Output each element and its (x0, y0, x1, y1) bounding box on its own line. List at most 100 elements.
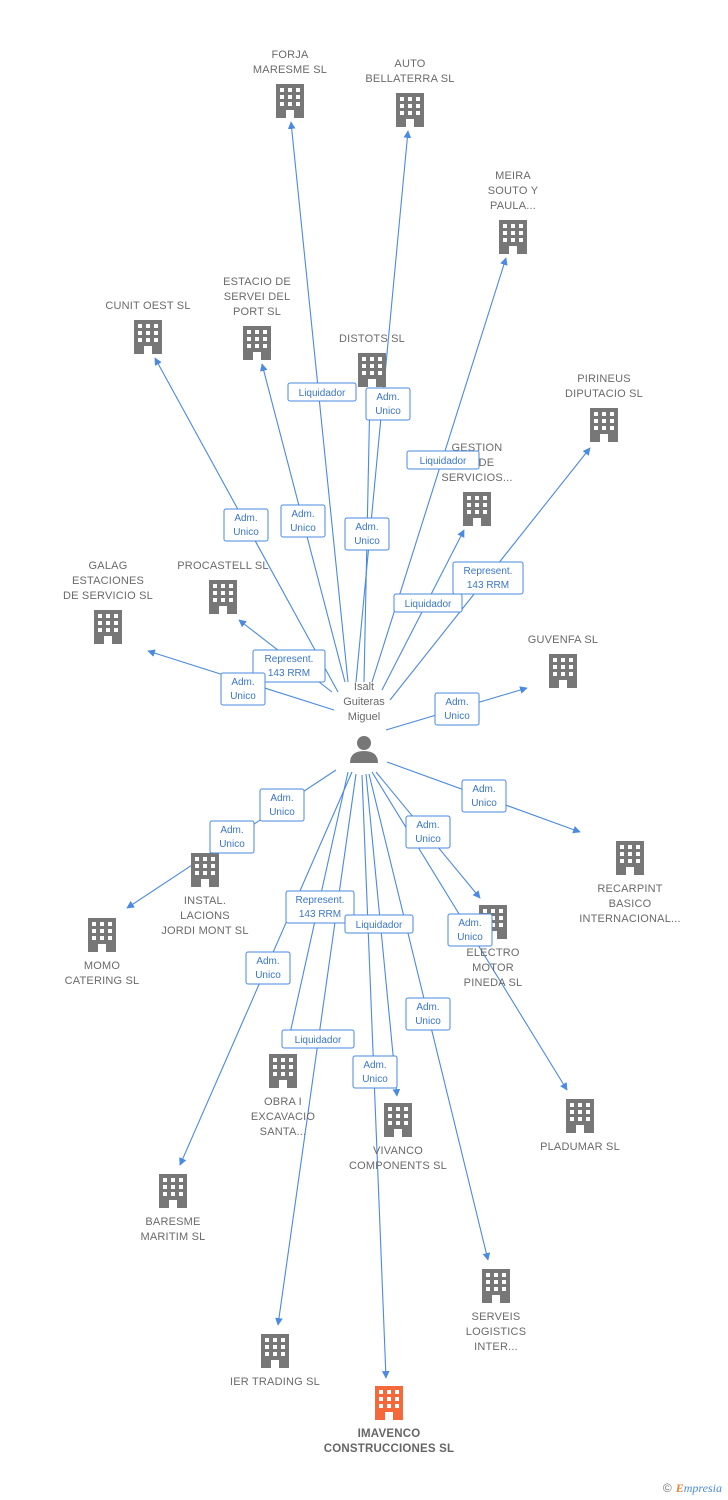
person-icon[interactable] (350, 736, 378, 763)
company-name-line[interactable]: COMPONENTS SL (349, 1160, 447, 1172)
building-icon[interactable] (134, 320, 162, 354)
building-icon[interactable] (549, 654, 577, 688)
company-node-cunit[interactable]: CUNIT OEST SL (105, 300, 190, 354)
company-node-guvenfa[interactable]: GUVENFA SL (528, 634, 598, 688)
company-node-forja[interactable]: FORJA MARESME SL (253, 49, 327, 118)
company-node-meira[interactable]: MEIRA SOUTO Y PAULA... (488, 170, 539, 254)
company-name-line[interactable]: BARESME (145, 1216, 200, 1228)
building-icon[interactable] (88, 918, 116, 952)
company-name-line[interactable]: BASICO (609, 898, 652, 910)
company-node-momo[interactable]: MOMO CATERING SL (65, 918, 140, 987)
company-name-line[interactable]: PINEDA SL (464, 977, 523, 989)
company-name-line[interactable]: DIPUTACIO SL (565, 388, 643, 400)
company-name-line[interactable]: LACIONS (180, 910, 230, 922)
building-icon[interactable] (191, 853, 219, 887)
company-name-line[interactable]: INTERNACIONAL... (579, 913, 681, 925)
company-node-imavenco[interactable]: IMAVENCO CONSTRUCCIONES SL (324, 1386, 455, 1455)
building-icon[interactable] (94, 610, 122, 644)
person-name-line[interactable]: Miguel (348, 711, 380, 723)
relation-text: Adm. (234, 513, 257, 524)
company-name-line[interactable]: SANTA... (260, 1126, 307, 1138)
building-icon[interactable] (396, 93, 424, 127)
company-name-line[interactable]: CATERING SL (65, 975, 140, 987)
company-name-line[interactable]: MOMO (84, 960, 120, 972)
company-name-line[interactable]: PORT SL (233, 306, 281, 318)
relation-text: Unico (269, 807, 295, 818)
building-icon[interactable] (159, 1174, 187, 1208)
company-name-line[interactable]: AUTO (394, 58, 425, 70)
company-node-pladumar[interactable]: PLADUMAR SL (540, 1099, 620, 1153)
company-node-auto[interactable]: AUTO BELLATERRA SL (365, 58, 454, 127)
company-name-line[interactable]: ESTACIONES (72, 575, 144, 587)
company-name-line[interactable]: CONSTRUCCIONES SL (324, 1443, 455, 1455)
company-name-line[interactable]: MARESME SL (253, 64, 327, 76)
company-node-obra[interactable]: OBRA I EXCAVACIO SANTA... (251, 1054, 316, 1138)
building-icon[interactable] (209, 580, 237, 614)
company-name-line[interactable]: PAULA... (490, 200, 536, 212)
building-icon[interactable] (463, 492, 491, 526)
company-node-galag[interactable]: GALAG ESTACIONES DE SERVICIO SL (63, 560, 153, 644)
company-name-line[interactable]: EXCAVACIO (251, 1111, 316, 1123)
company-name-line[interactable]: GALAG (89, 560, 128, 572)
building-icon[interactable] (616, 841, 644, 875)
company-name-line[interactable]: VIVANCO (373, 1145, 423, 1157)
company-name-line[interactable]: INSTAL. (184, 895, 226, 907)
company-name-line[interactable]: DE SERVICIO SL (63, 590, 153, 602)
person-name-line[interactable]: Isalt (354, 681, 374, 693)
building-icon[interactable] (566, 1099, 594, 1133)
company-name-line[interactable]: CUNIT OEST SL (105, 300, 190, 312)
building-icon[interactable] (261, 1334, 289, 1368)
building-icon[interactable] (358, 353, 386, 387)
company-name-line[interactable]: ELECTRO (466, 947, 520, 959)
company-name-line[interactable]: GUVENFA SL (528, 634, 598, 646)
company-node-instal[interactable]: INSTAL. LACIONS JORDI MONT SL (161, 853, 248, 937)
company-node-procastell[interactable]: PROCASTELL SL (177, 560, 269, 614)
company-name-line[interactable]: BELLATERRA SL (365, 73, 454, 85)
relation-label: Adm.Unico (461, 779, 507, 813)
company-name-line[interactable]: ESTACIO DE (223, 276, 291, 288)
company-name-line[interactable]: LOGISTICS (466, 1326, 526, 1338)
relation-text: Unico (233, 527, 259, 538)
company-name-line[interactable]: OBRA I (264, 1096, 302, 1108)
building-icon[interactable] (276, 84, 304, 118)
relation-text: Unico (255, 970, 281, 981)
company-name-line[interactable]: RECARPINT (597, 883, 662, 895)
building-icon[interactable] (243, 326, 271, 360)
person-name-line[interactable]: Guiteras (343, 696, 385, 708)
company-name-line[interactable]: FORJA (271, 49, 309, 61)
building-icon[interactable] (384, 1103, 412, 1137)
company-node-baresme[interactable]: BARESME MARITIM SL (141, 1174, 206, 1243)
company-node-ier[interactable]: IER TRADING SL (230, 1334, 320, 1388)
company-name-line[interactable]: DISTOTS SL (339, 333, 405, 345)
company-name-line[interactable]: SERVEI DEL (224, 291, 291, 303)
building-icon[interactable] (590, 408, 618, 442)
company-name-line[interactable]: IMAVENCO (358, 1428, 421, 1440)
company-node-vivanco[interactable]: VIVANCO COMPONENTS SL (349, 1103, 447, 1172)
company-name-line[interactable]: JORDI MONT SL (161, 925, 248, 937)
company-name-line[interactable]: SERVICIOS... (441, 472, 512, 484)
company-node-estacio[interactable]: ESTACIO DE SERVEI DEL PORT SL (223, 276, 291, 360)
company-name-line[interactable]: MEIRA (495, 170, 531, 182)
company-name-line[interactable]: PIRINEUS (577, 373, 631, 385)
company-name-line[interactable]: SERVEIS (472, 1311, 521, 1323)
company-node-distots[interactable]: DISTOTS SL (339, 333, 405, 387)
relation-text: Represent. (296, 895, 345, 906)
building-icon[interactable] (482, 1269, 510, 1303)
main-building-icon[interactable] (375, 1386, 403, 1420)
company-node-recarpint[interactable]: RECARPINT BASICO INTERNACIONAL... (579, 841, 681, 925)
company-name-line[interactable]: IER TRADING SL (230, 1376, 320, 1388)
relation-label: Adm.Unico (447, 913, 493, 947)
company-node-pirineus[interactable]: PIRINEUS DIPUTACIO SL (565, 373, 643, 442)
company-name-line[interactable]: INTER... (474, 1341, 518, 1353)
company-name-line[interactable]: PROCASTELL SL (177, 560, 268, 572)
company-name-line[interactable]: MOTOR (472, 962, 514, 974)
company-node-electro[interactable]: ELECTRO MOTOR PINEDA SL (464, 905, 523, 989)
company-name-line[interactable]: MARITIM SL (141, 1231, 206, 1243)
company-name-line[interactable]: SOUTO Y (488, 185, 539, 197)
relation-label: Adm.Unico (220, 672, 266, 706)
company-name-line[interactable]: PLADUMAR SL (540, 1141, 620, 1153)
building-icon[interactable] (499, 220, 527, 254)
building-icon[interactable] (269, 1054, 297, 1088)
company-node-serveis[interactable]: SERVEIS LOGISTICS INTER... (466, 1269, 526, 1353)
